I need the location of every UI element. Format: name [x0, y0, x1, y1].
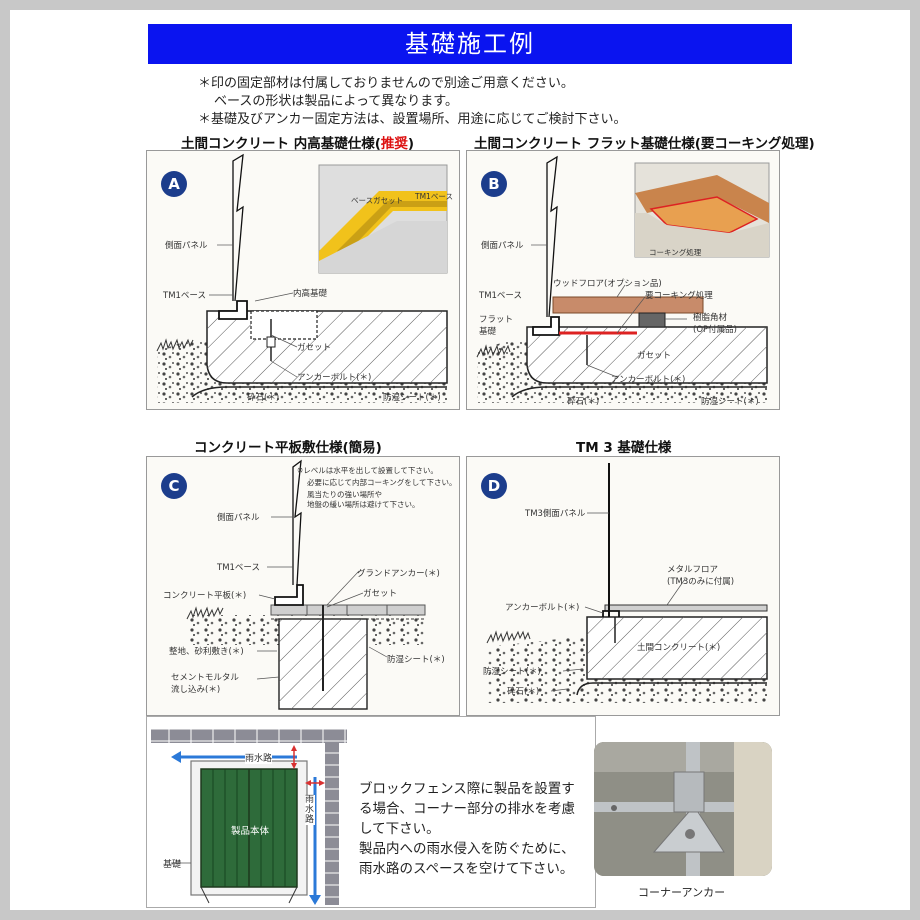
- note-2: ベースの形状は製品によって異なります。: [214, 94, 459, 109]
- corner-anchor-photo-drawing: [594, 742, 772, 876]
- panel-c-note-1: ※レベルは水平を出して設置して下さい。: [297, 466, 438, 475]
- panel-c-drawing: [186, 459, 426, 710]
- panel-c-gravel-label: 整地、砂利敷き(＊): [169, 647, 244, 657]
- panel-a-gravel-label: 砕石(＊): [247, 393, 280, 403]
- panel-b-resin-op-label: (OP付属品): [693, 325, 737, 335]
- drain-foundation-label: 基礎: [163, 860, 182, 870]
- note-1: ＊印の固定部材は付属しておりませんので別途ご用意ください。: [198, 76, 574, 91]
- panel-a-badge: A: [161, 171, 187, 197]
- panel-d-slab-label: 土間コンクリート(＊): [637, 643, 721, 653]
- panel-a-inner-foundation-label: 内高基礎: [293, 289, 328, 299]
- drain-text-line-2: る場合、コーナー部分の排水を考慮: [359, 801, 575, 817]
- panel-c-side-panel-label: 側面パネル: [217, 513, 260, 523]
- drain-text-line-5: 雨水路のスペースを空けて下さい。: [359, 861, 574, 877]
- panel-b-foundation-label: 基礎: [479, 327, 497, 337]
- panel-d: D TM3側面パネル メタルフロア (TM3のみに付属) アンカーボルト(＊) …: [466, 456, 780, 716]
- panel-a-base-label: TM1ベース: [163, 291, 207, 301]
- drain-description: ブロックフェンス際に製品を設置す る場合、コーナー部分の排水を考慮 して下さい。…: [359, 779, 575, 879]
- panel-d-metal-floor-label: メタルフロア: [667, 565, 719, 575]
- panel-c-title: コンクリート平板敷仕様(簡易): [194, 440, 382, 456]
- panel-c-base-label: TM1ベース: [217, 563, 261, 573]
- panel-b-base-label: TM1ベース: [479, 291, 523, 301]
- panel-a-sheet-label: 防湿シート(＊): [383, 393, 441, 403]
- panel-b-flat-label: フラット: [479, 315, 514, 325]
- drain-text-line-4: 製品内への雨水侵入を防ぐために、: [359, 841, 575, 857]
- drain-product-body-label: 製品本体: [231, 826, 270, 837]
- photo-caption: コーナーアンカー: [638, 886, 726, 899]
- panel-b-inset-caulk-label: コーキング処理: [649, 248, 702, 257]
- drain-text-line-3: して下さい。: [359, 821, 440, 837]
- panel-b-title: 土間コンクリート フラット基礎仕様(要コーキング処理): [474, 136, 815, 152]
- panel-d-title: TM 3 基礎仕様: [576, 440, 672, 456]
- panel-b-wood-floor-label: ウッドフロア(オプション品): [553, 279, 662, 289]
- panel-d-drawing: [486, 463, 768, 703]
- corner-anchor-photo: [594, 742, 772, 876]
- panel-d-side-panel-label: TM3側面パネル: [525, 509, 586, 519]
- panel-d-badge: D: [481, 473, 507, 499]
- note-3: ＊基礎及びアンカー固定方法は、設置場所、用途に応じてご検討下さい。: [198, 112, 627, 127]
- drain-rain-top-label: 雨水路: [245, 751, 273, 764]
- panel-c: C ※レベルは水平を出して設置して下さい。 必要に応じて内部コーキングをして下さ…: [146, 456, 460, 716]
- drain-diagram-panel: 雨水路 雨水路 製品本体 基礎 ブロックフェンス際に製品を設置す る場合、コーナ…: [146, 716, 596, 908]
- panel-b-gravel-label: 砕石(＊): [567, 397, 600, 407]
- panel-b-badge: B: [481, 171, 507, 197]
- panel-c-mortar-label-2: 流し込み(＊): [171, 685, 221, 695]
- panel-a-inset-gusset-label: ベースガセット: [351, 196, 404, 205]
- panel-a-gusset-label: ガセット: [297, 343, 332, 353]
- panel-a: A ベースガセット TM1ベース 側面パネル TM1ベース 内高基礎 ガセット …: [146, 150, 460, 410]
- panel-c-mortar-label-1: セメントモルタル: [171, 673, 239, 683]
- panel-b-drawing: [476, 155, 770, 403]
- panel-a-title: 土間コンクリート 内高基礎仕様(推奨): [181, 136, 415, 152]
- panel-c-gusset-label: ガセット: [363, 589, 398, 599]
- panel-c-slab-label: コンクリート平板(＊): [163, 591, 247, 601]
- panel-c-sheet-label: 防湿シート(＊): [387, 655, 445, 665]
- panel-b-resin-label: 樹脂角材: [693, 313, 728, 323]
- panel-a-anchor-label: アンカーボルト(＊): [297, 373, 372, 383]
- panel-b-gusset-label: ガセット: [637, 351, 672, 361]
- panel-a-side-panel-label: 側面パネル: [165, 241, 208, 251]
- sheet: 基礎施工例 ＊印の固定部材は付属しておりませんので別途ご用意ください。 ベースの…: [10, 10, 910, 910]
- panel-a-inset-base-label: TM1ベース: [415, 192, 453, 201]
- panel-d-metal-note-label: (TM3のみに付属): [667, 577, 735, 587]
- panel-c-ground-anchor-label: グランドアンカー(＊): [357, 569, 440, 579]
- panel-b-sheet-label: 防湿シート(＊): [701, 397, 759, 407]
- drain-text-line-1: ブロックフェンス際に製品を設置す: [359, 781, 575, 797]
- panel-b-caulk-need-label: 要コーキング処理: [645, 291, 713, 301]
- panel-c-note-2: 必要に応じて内部コーキングをして下さい。: [307, 478, 457, 487]
- drain-rain-side-label: 雨水路: [305, 795, 315, 825]
- panel-d-sheet-label: 防湿シート(＊): [483, 667, 541, 677]
- panel-d-anchor-label: アンカーボルト(＊): [505, 603, 580, 613]
- panel-d-gravel-label: 砕石(＊): [507, 687, 540, 697]
- drain-diagram-drawing: [151, 729, 347, 905]
- page-header: 基礎施工例: [148, 24, 792, 64]
- panel-b-side-panel-label: 側面パネル: [481, 241, 524, 251]
- panel-b-anchor-label: アンカーボルト(＊): [611, 375, 686, 385]
- panel-c-badge: C: [161, 473, 187, 499]
- panel-a-drawing: [156, 153, 448, 403]
- panel-c-note-3: 風当たりの強い場所や: [307, 490, 382, 499]
- panel-b: B コーキング処理 側面パネル TM1ベース フラット 基礎 ウッドフロア(オプ…: [466, 150, 780, 410]
- panel-c-note-4: 地盤の緩い場所は避けて下さい。: [307, 500, 420, 509]
